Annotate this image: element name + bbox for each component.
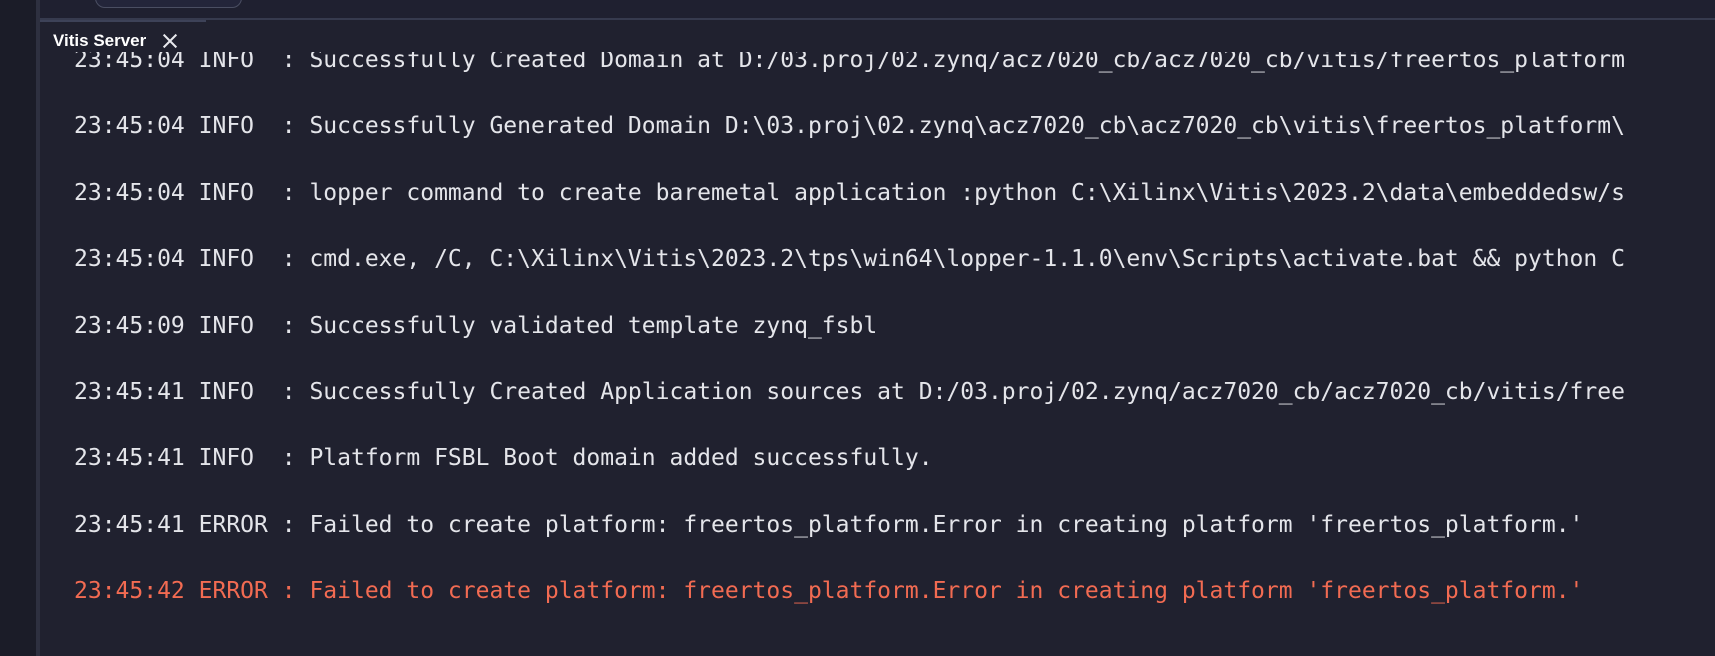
tab-vitis-server[interactable]: Vitis Server: [40, 20, 206, 60]
log-level: INFO: [198, 113, 268, 140]
log-message: : lopper command to create baremetal app…: [281, 179, 1625, 206]
log-level: INFO: [198, 312, 268, 339]
tab-label: Vitis Server: [53, 31, 147, 50]
toolbar-button[interactable]: [95, 0, 242, 8]
log-level: INFO: [198, 445, 268, 472]
log-timestamp: 23:45:41: [74, 379, 185, 405]
log-line: 23:45:09 INFO : Successfully validated t…: [74, 312, 877, 340]
log-timestamp: 23:45:04: [74, 52, 185, 73]
log-timestamp: 23:45:04: [74, 179, 185, 206]
log-level: ERROR: [198, 511, 268, 538]
top-toolbar: [40, 0, 1715, 20]
log-level: INFO: [198, 379, 268, 405]
log-level: INFO: [198, 179, 268, 206]
log-message: : Successfully Created Application sourc…: [281, 379, 1625, 405]
log-message: : Successfully validated template zynq_f…: [281, 312, 878, 339]
log-message: : Successfully Created Domain at D:/03.p…: [281, 52, 1625, 73]
log-line: 23:45:04 INFO : lopper command to create…: [74, 179, 1625, 207]
log-output: 23:45:04 INFO : Successfully Created Dom…: [74, 52, 1715, 656]
close-icon[interactable]: [160, 31, 180, 51]
log-line: 23:45:04 INFO : cmd.exe, /C, C:\Xilinx\V…: [74, 245, 1625, 273]
log-timestamp: 23:45:41: [74, 511, 185, 538]
log-line: 23:45:42 ERROR : Failed to create platfo…: [74, 577, 1583, 605]
log-level: INFO: [198, 246, 268, 273]
panel-divider: [36, 0, 40, 656]
log-message: : Failed to create platform: freertos_pl…: [281, 578, 1584, 605]
log-level: ERROR: [198, 578, 268, 605]
log-message: : Platform FSBL Boot domain added succes…: [281, 445, 933, 472]
log-line: 23:45:04 INFO : Successfully Generated D…: [74, 112, 1625, 140]
log-timestamp: 23:45:04: [74, 113, 185, 140]
log-timestamp: 23:45:09: [74, 312, 185, 339]
log-line: 23:45:41 ERROR : Failed to create platfo…: [74, 511, 1583, 539]
log-timestamp: 23:45:04: [74, 246, 185, 273]
log-timestamp: 23:45:41: [74, 445, 185, 472]
log-message: : Successfully Generated Domain D:\03.pr…: [281, 113, 1625, 140]
log-message: : Failed to create platform: freertos_pl…: [281, 511, 1584, 538]
log-line: 23:45:41 INFO : Platform FSBL Boot domai…: [74, 444, 933, 472]
log-message: : cmd.exe, /C, C:\Xilinx\Vitis\2023.2\tp…: [281, 246, 1625, 273]
log-line: 23:45:04 INFO : Successfully Created Dom…: [74, 52, 1625, 74]
activity-bar: [0, 0, 36, 656]
log-timestamp: 23:45:42: [74, 578, 185, 605]
log-line: 23:45:41 INFO : Successfully Created App…: [74, 378, 1625, 406]
log-level: INFO: [198, 52, 268, 73]
